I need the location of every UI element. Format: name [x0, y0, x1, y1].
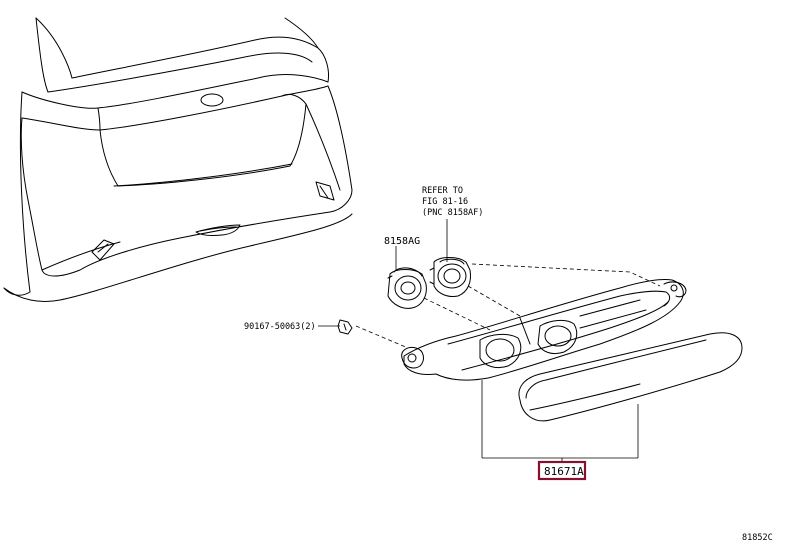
- screw-90167-50063: 90167-50063(2): [244, 319, 353, 335]
- highlight-box: [537, 460, 587, 481]
- lamp-lens-cover: [518, 332, 743, 422]
- rear-reflex-lamp-housing: [401, 279, 687, 381]
- refer-note-line3: (PNC 8158AF): [422, 208, 483, 218]
- label-bolt: 90167-50063(2): [244, 322, 316, 332]
- bulb-socket-8158ag: 8158AG: [384, 236, 427, 309]
- refer-note: REFER TO FIG 81-16 (PNC 8158AF): [422, 186, 483, 262]
- vehicle-rear-illustration: [3, 17, 353, 302]
- label-8158ag: 8158AG: [384, 236, 420, 247]
- refer-note-line2: FIG 81-16: [422, 197, 468, 207]
- figure-code: 81852C: [742, 533, 773, 543]
- callout-bracket-81671a: [481, 380, 639, 462]
- label-81671a[interactable]: 81671A: [544, 465, 584, 478]
- refer-note-line1: REFER TO: [422, 186, 463, 196]
- part-number-81671a-button[interactable]: 81671A: [537, 460, 587, 481]
- bulb-socket-8158af: [429, 257, 471, 297]
